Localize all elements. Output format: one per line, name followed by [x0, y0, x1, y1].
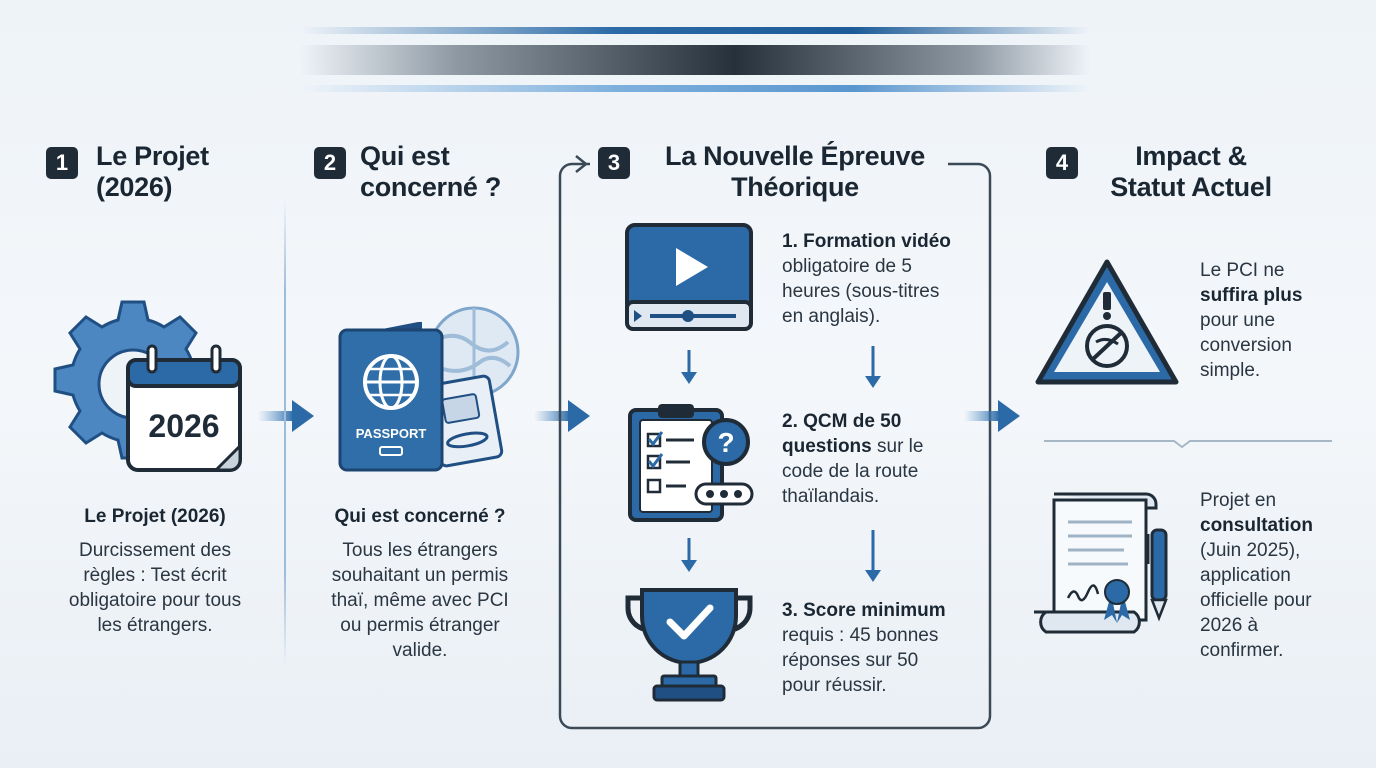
arrow-right-icon	[964, 400, 1020, 432]
warning-icon	[1035, 259, 1179, 385]
column-2-body-line: thaï, même avec PCI	[331, 590, 509, 611]
arrow-down-icon	[681, 350, 697, 384]
header-bar-top	[300, 27, 1090, 34]
prohibited-icon	[1085, 324, 1129, 368]
status-line: Projet en	[1200, 490, 1277, 511]
status-line: application	[1200, 565, 1291, 586]
column-4-title-line-2: Statut Actuel	[1110, 172, 1272, 202]
header-bar-bottom	[300, 85, 1090, 92]
column-1-title: Le Projet (2026)	[96, 141, 209, 203]
step-1-line: obligatoire de 5	[782, 256, 912, 277]
column-1-body-line: règles : Test écrit	[83, 565, 227, 586]
step-1-line: heures (sous-titres	[782, 281, 940, 302]
status-line: 2026 à	[1200, 615, 1259, 636]
column-2-title-line-2: concerné ?	[360, 172, 502, 202]
video-player-icon	[625, 223, 753, 331]
step-2-text: 2. QCM de 50 questions sur le code de la…	[782, 409, 982, 509]
header-bar-middle	[300, 45, 1090, 75]
column-3-title-line-2: Théorique	[731, 172, 859, 202]
column-2-body-line: ou permis étranger	[340, 615, 500, 636]
impact-line: Le PCI ne	[1200, 260, 1285, 281]
impact-line: pour une	[1200, 310, 1276, 331]
document-scroll-icon	[1034, 492, 1168, 634]
step-2-heading-2: questions	[782, 436, 872, 457]
column-4-title-line-1: Impact &	[1135, 141, 1247, 171]
step-2-inline: sur le	[871, 436, 924, 457]
column-1-title-line-2: (2026)	[96, 172, 173, 202]
column-3-title-line-1: La Nouvelle Épreuve	[665, 141, 925, 171]
calendar-year: 2026	[148, 408, 219, 444]
calendar-icon: 2026	[126, 344, 242, 472]
column-3-frame	[558, 155, 992, 730]
step-3-line: pour réussir.	[782, 675, 887, 696]
column-1-title-line-1: Le Projet	[96, 141, 209, 171]
arrow-right-icon	[534, 400, 590, 432]
arrow-down-icon	[865, 530, 881, 582]
status-text: Projet en consultation (Juin 2025), appl…	[1200, 488, 1370, 663]
column-3-title: La Nouvelle Épreuve Théorique	[645, 141, 945, 203]
step-1-line: en anglais).	[782, 306, 881, 327]
step-1-heading: 1. Formation vidéo	[782, 231, 951, 252]
column-divider	[284, 198, 286, 666]
gear-calendar-icon: 2026	[53, 300, 242, 472]
status-bold: consultation	[1200, 515, 1313, 536]
passport-book-icon: PASSPORT	[338, 322, 444, 472]
status-line: officielle pour	[1200, 590, 1312, 611]
step-2-heading: 2. QCM de 50	[782, 411, 902, 432]
column-1-subtitle: Le Projet (2026)	[84, 506, 226, 527]
step-1-text: 1. Formation vidéo obligatoire de 5 heur…	[782, 229, 982, 329]
column-1-body-line: obligatoire pour tous	[68, 590, 242, 611]
step-number-3: 3	[598, 147, 630, 179]
column-1-body: Durcissement des règles : Test écrit obl…	[30, 538, 280, 638]
status-line: confirmer.	[1200, 640, 1284, 661]
trophy-icon	[625, 588, 753, 702]
seal-icon	[1104, 579, 1130, 623]
step-3-line: requis : 45 bonnes	[782, 625, 939, 646]
column-2-title: Qui est concerné ?	[360, 141, 501, 203]
step-number-4: 4	[1046, 147, 1078, 179]
column-2-subtitle: Qui est concerné ?	[334, 506, 506, 527]
step-number-2: 2	[314, 147, 346, 179]
step-3-text: 3. Score minimum requis : 45 bonnes répo…	[782, 598, 982, 698]
arrow-right-icon	[258, 400, 314, 432]
column-2-body-line: valide.	[392, 640, 448, 661]
column-1-body-line: Durcissement des	[78, 540, 232, 561]
step-3-heading: 3. Score minimum	[782, 600, 946, 621]
column-4-title: Impact & Statut Actuel	[1086, 141, 1296, 203]
pen-icon	[1146, 528, 1168, 622]
passport-icon: PASSPORT	[338, 306, 520, 472]
impact-bold: suffira plus	[1200, 285, 1303, 306]
status-line: (Juin 2025),	[1200, 540, 1301, 561]
column-2-title-line-1: Qui est	[360, 141, 450, 171]
arrow-down-icon	[681, 538, 697, 572]
column-2-body-line: Tous les étrangers	[342, 540, 498, 561]
arrow-down-icon	[865, 346, 881, 388]
question-bubble-icon: ?	[702, 418, 750, 466]
column-2-body: Tous les étrangers souhaitant un permis …	[290, 538, 550, 663]
column-1-body-line: les étrangers.	[97, 615, 213, 636]
column-2-body-line: souhaitant un permis	[331, 565, 509, 586]
section-separator	[1044, 440, 1332, 449]
step-3-line: réponses sur 50	[782, 650, 919, 671]
passport-label: PASSPORT	[356, 426, 427, 441]
impact-line: conversion	[1200, 335, 1292, 356]
quiz-clipboard-icon: ?	[628, 404, 754, 522]
step-2-line: thaïlandais.	[782, 486, 880, 507]
step-number-1: 1	[46, 147, 78, 179]
impact-line: simple.	[1200, 360, 1261, 381]
globe-icon	[428, 306, 520, 398]
step-2-line: code de la route	[782, 461, 919, 482]
impact-text: Le PCI ne suffira plus pour une conversi…	[1200, 258, 1370, 383]
svg-text:?: ?	[717, 427, 734, 458]
